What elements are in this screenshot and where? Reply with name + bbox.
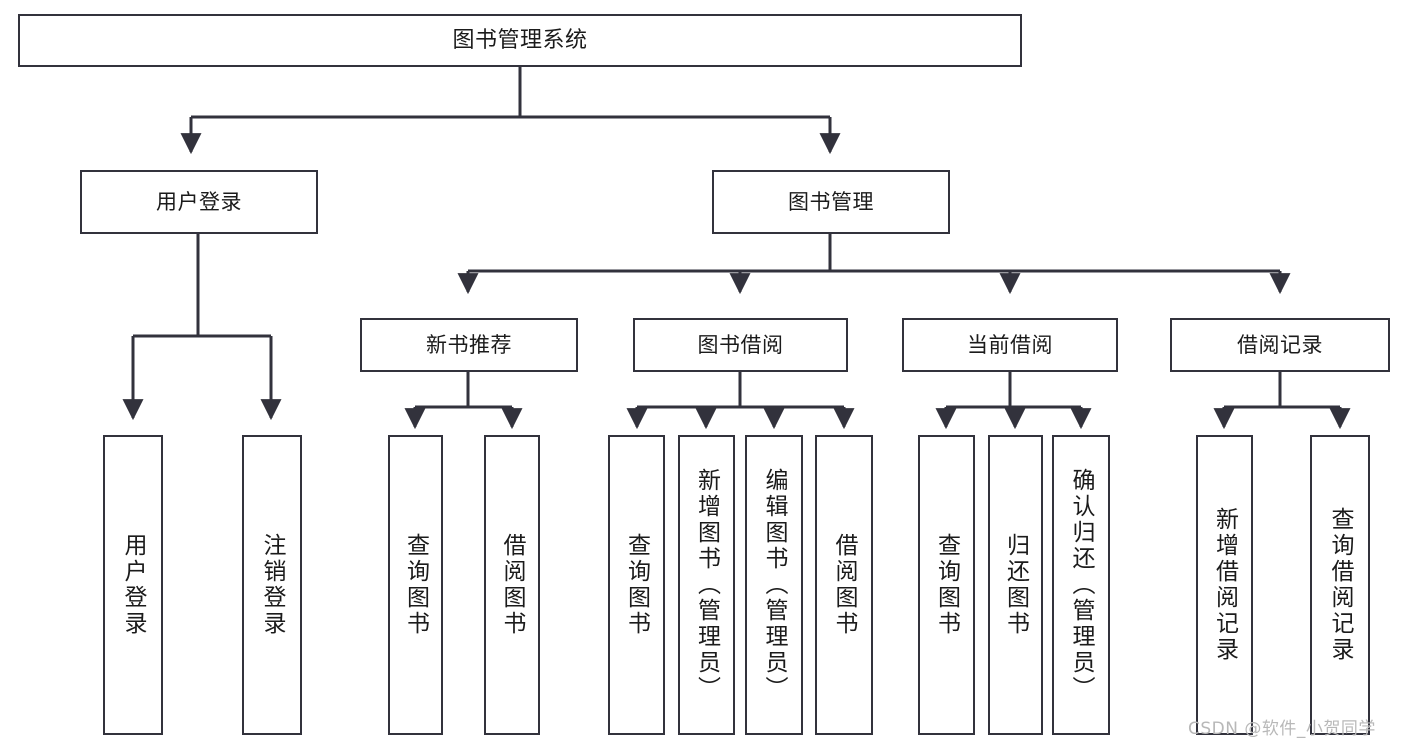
node-label: 确认归还（管理员） <box>1068 468 1095 702</box>
node-label: 编辑图书（管理员） <box>761 468 788 702</box>
node-book-management[interactable]: 图书管理 <box>712 170 950 234</box>
leaf-user-login-signin[interactable]: 用户登录 <box>103 435 163 735</box>
leaf-user-login-signout[interactable]: 注销登录 <box>242 435 302 735</box>
node-label: 借阅图书 <box>499 533 526 637</box>
node-label: 新书推荐 <box>426 332 512 357</box>
node-root-system[interactable]: 图书管理系统 <box>18 14 1022 67</box>
leaf-current-confirm-return-admin[interactable]: 确认归还（管理员） <box>1052 435 1110 735</box>
node-label: 图书管理系统 <box>452 27 588 53</box>
node-label: 借阅记录 <box>1237 332 1323 357</box>
leaf-record-add-record[interactable]: 新增借阅记录 <box>1196 435 1253 735</box>
node-label: 注销登录 <box>259 533 286 637</box>
node-label: 用户登录 <box>156 189 242 214</box>
leaf-borrow-borrow-book[interactable]: 借阅图书 <box>815 435 873 735</box>
leaf-recommend-query-book[interactable]: 查询图书 <box>388 435 443 735</box>
leaf-borrow-add-book-admin[interactable]: 新增图书（管理员） <box>678 435 735 735</box>
leaf-recommend-borrow-book[interactable]: 借阅图书 <box>484 435 540 735</box>
node-label: 归还图书 <box>1002 533 1029 637</box>
node-label: 查询图书 <box>623 533 650 637</box>
leaf-record-query-record[interactable]: 查询借阅记录 <box>1310 435 1370 735</box>
leaf-borrow-edit-book-admin[interactable]: 编辑图书（管理员） <box>745 435 803 735</box>
node-label: 当前借阅 <box>967 332 1053 357</box>
node-label: 查询借阅记录 <box>1327 507 1354 663</box>
node-book-borrow[interactable]: 图书借阅 <box>633 318 848 372</box>
node-label: 查询图书 <box>933 533 960 637</box>
node-current-borrow[interactable]: 当前借阅 <box>902 318 1118 372</box>
node-label: 图书借阅 <box>697 332 784 357</box>
node-user-login[interactable]: 用户登录 <box>80 170 318 234</box>
node-new-book-recommend[interactable]: 新书推荐 <box>360 318 578 372</box>
leaf-current-return-book[interactable]: 归还图书 <box>988 435 1043 735</box>
node-label: 查询图书 <box>402 533 429 637</box>
node-label: 用户登录 <box>120 533 147 637</box>
leaf-borrow-query-book[interactable]: 查询图书 <box>608 435 665 735</box>
watermark: CSDN @软件_小贺同学 <box>1188 719 1376 739</box>
node-borrow-record[interactable]: 借阅记录 <box>1170 318 1390 372</box>
node-label: 借阅图书 <box>831 533 858 637</box>
node-label: 图书管理 <box>788 189 874 214</box>
leaf-current-query-book[interactable]: 查询图书 <box>918 435 975 735</box>
node-label: 新增借阅记录 <box>1211 507 1238 663</box>
node-label: 新增图书（管理员） <box>693 468 720 702</box>
